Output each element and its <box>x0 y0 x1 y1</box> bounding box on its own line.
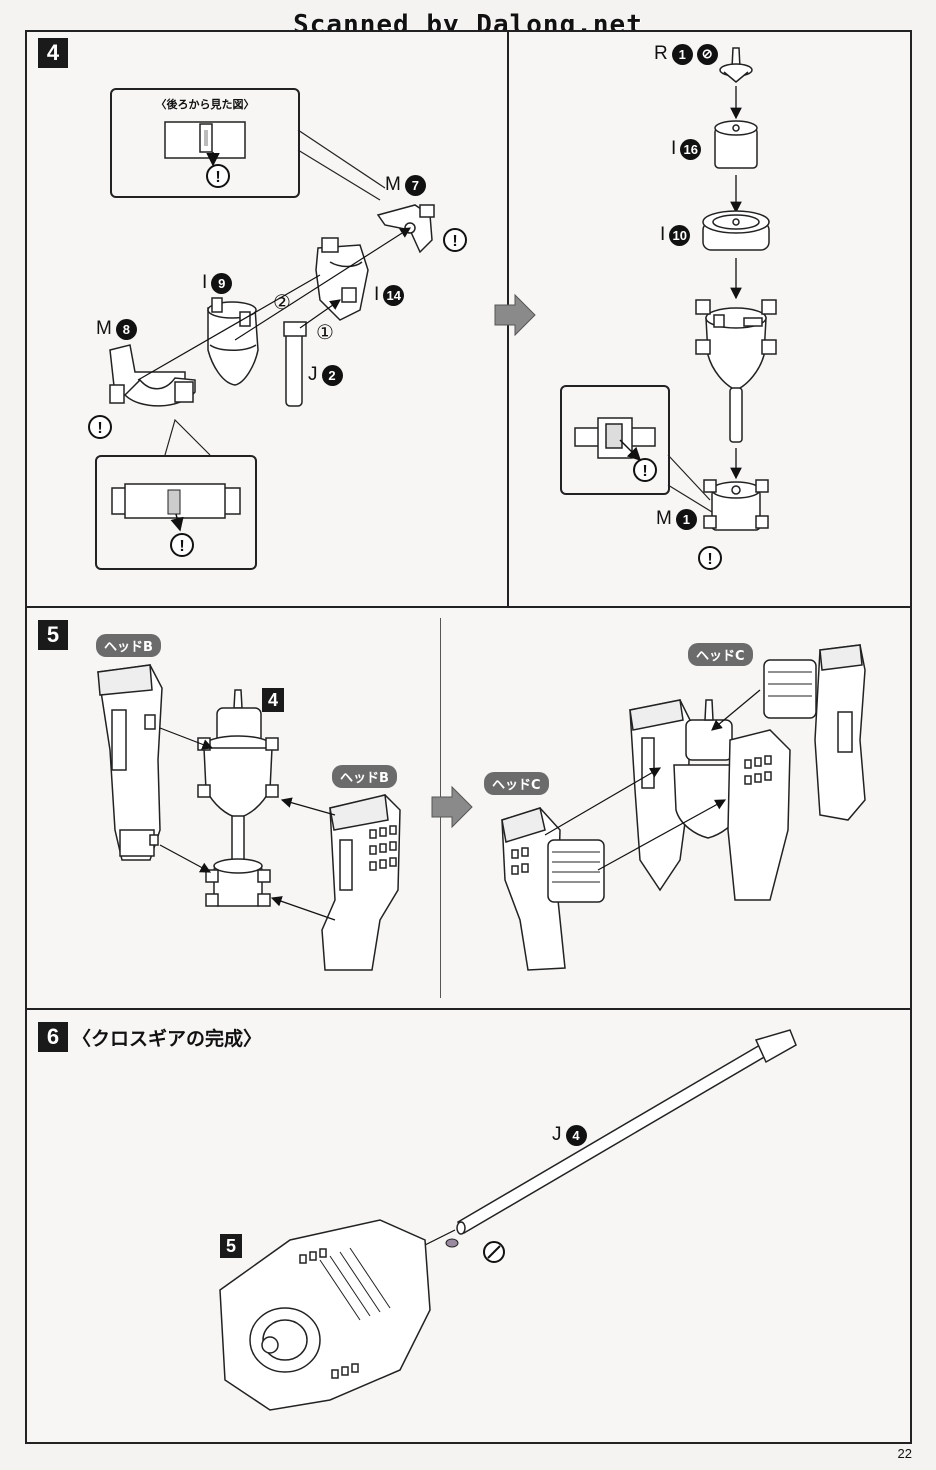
part-i9-art <box>207 297 259 386</box>
part-j2-art <box>283 321 307 407</box>
svg-text:!: ! <box>97 420 102 437</box>
inset-back-view-caption: 〈後ろから見た図〉 <box>155 98 255 111</box>
part-r1-art <box>719 47 753 83</box>
part-core-art <box>695 299 777 443</box>
part-letter: J <box>552 1124 562 1145</box>
svg-text:!: ! <box>215 169 220 186</box>
caution-icon <box>88 164 467 557</box>
part-i16-art <box>714 120 758 169</box>
page-number: 22 <box>897 1446 912 1461</box>
part-number: 4 <box>565 1124 587 1146</box>
part-number: 8 <box>115 318 137 340</box>
step-6-number: 6 <box>38 1022 68 1052</box>
part-letter: M <box>656 508 672 529</box>
inset-m1-detail <box>560 385 670 495</box>
step-5-number: 5 <box>38 620 68 650</box>
part-letter: I <box>202 272 208 293</box>
part-letter: R <box>654 43 668 64</box>
tag-head-b-left: ヘッドB <box>96 634 161 657</box>
no-glue-icon <box>483 1241 505 1263</box>
order-mark-1: ① <box>316 322 334 344</box>
head-b-right-art <box>321 794 401 971</box>
inset-bottom-detail <box>95 455 257 570</box>
part-letter: I <box>374 284 380 305</box>
inset-back-view-art <box>164 121 246 167</box>
part-j4-shaft-art <box>456 1029 797 1235</box>
part-number: 10 <box>669 224 691 246</box>
part-letter: I <box>660 224 666 245</box>
part-m1-art <box>703 479 769 531</box>
cross-gear-assembly-art <box>629 644 866 901</box>
tag-head-c-left: ヘッドC <box>484 772 549 795</box>
assembled-core-art <box>197 689 279 907</box>
tag-head-b-right: ヘッドB <box>332 765 397 788</box>
svg-text:!: ! <box>707 551 712 568</box>
svg-text:!: ! <box>642 463 647 480</box>
head-c-left-art <box>501 807 605 971</box>
inset-back-view: 〈後ろから見た図〉 <box>110 88 300 198</box>
no-glue-icon: ⊘ <box>696 43 718 65</box>
part-number: 1 <box>675 508 697 530</box>
part-letter: J <box>308 364 318 385</box>
part-number: 16 <box>680 138 702 160</box>
part-i14-art <box>315 237 369 321</box>
part-number: 1 <box>671 43 693 65</box>
svg-text:!: ! <box>452 233 457 250</box>
part-number: 2 <box>321 364 343 386</box>
order-mark-2: ② <box>273 292 291 314</box>
part-m7-art <box>376 204 435 254</box>
step-4-number: 4 <box>38 38 68 68</box>
part-letter: I <box>671 138 677 159</box>
head-b-left-art <box>97 664 163 861</box>
part-letter: M <box>96 318 112 339</box>
caution-icon <box>633 458 722 570</box>
part-number: 7 <box>404 174 426 196</box>
ref-step-4: 4 <box>262 688 284 712</box>
next-step-arrow-icon <box>494 293 536 337</box>
svg-text:!: ! <box>179 538 184 555</box>
completed-cross-gear-art <box>219 1219 431 1411</box>
part-number: 14 <box>383 284 405 306</box>
part-m8-art <box>109 344 196 407</box>
next-step-arrow-icon <box>431 785 473 829</box>
step-6-title: 〈クロスギアの完成〉 <box>72 1028 263 1050</box>
part-number: 9 <box>211 272 233 294</box>
inset-m1-detail-art <box>574 417 656 462</box>
part-letter: M <box>385 174 401 195</box>
inset-bottom-art <box>111 483 241 532</box>
part-i10-art <box>702 210 770 251</box>
ref-step-5: 5 <box>220 1234 242 1258</box>
tag-head-c-top: ヘッドC <box>688 643 753 666</box>
